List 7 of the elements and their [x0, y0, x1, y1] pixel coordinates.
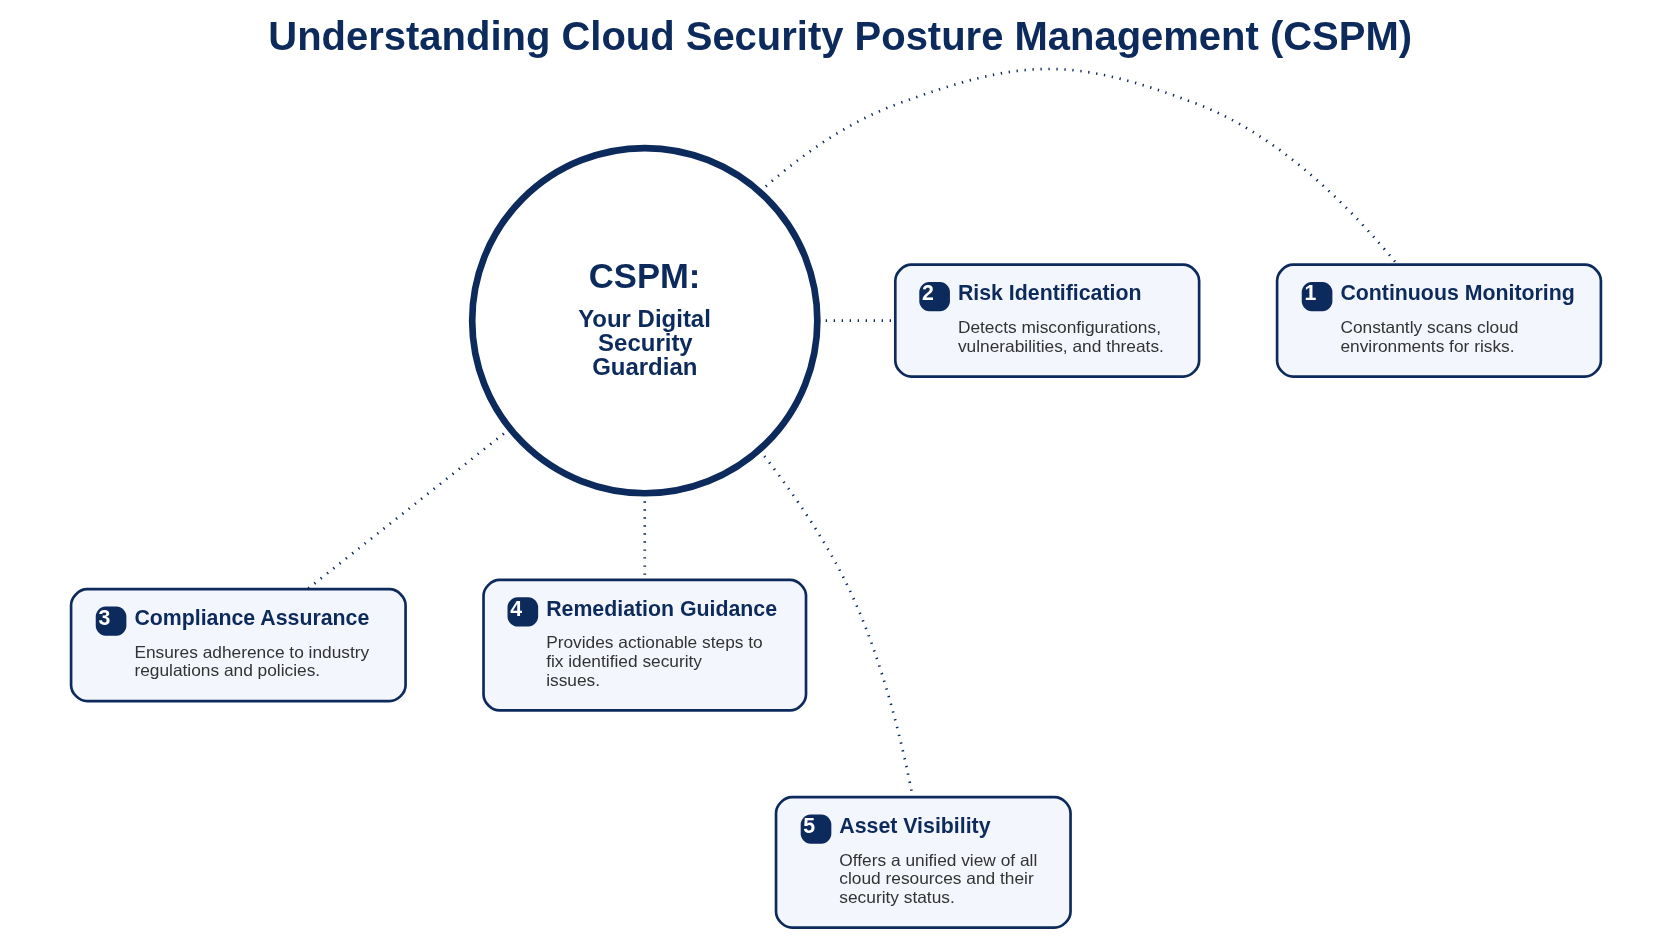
node-box: 3 Compliance Assurance Ensures adherence to industry regulations and policies. [69, 587, 407, 702]
node-circle: CSPM: Your Digital Security Guardian [468, 144, 821, 497]
node-box: 4 Remediation Guidance Provides actionable steps to fix identified security issues. [482, 578, 808, 712]
node-box: 2 Risk Identification Detects misconfigurations, vulnerabilities, and threats. [893, 262, 1201, 378]
node-box: 1 Continuous Monitoring Constantly scans cloud environments for risks. [1275, 262, 1603, 378]
diagram-title: Understanding Cloud Security Posture Management (CSPM) [268, 13, 1412, 58]
node-box: 5 Asset Visibility Offers a unified view of all cloud resources and their security status. [774, 795, 1072, 929]
